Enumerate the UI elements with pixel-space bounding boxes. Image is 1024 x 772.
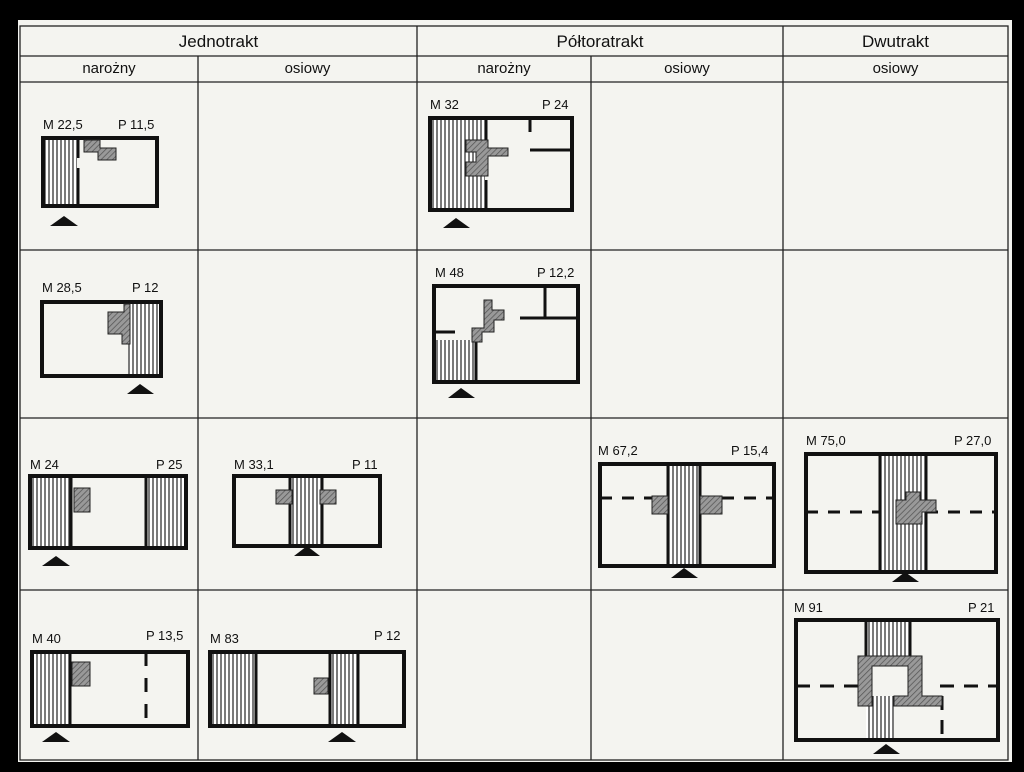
plan-4-m-label: M 48 <box>435 265 464 280</box>
plan-11-m-label: M 91 <box>794 600 823 615</box>
plan-3-m-label: M 28,5 <box>42 280 82 295</box>
plan-2-m-label: M 32 <box>430 97 459 112</box>
plan-2-p-label: P 24 <box>542 97 569 112</box>
table-grid <box>19 25 1009 761</box>
plan-10-p-label: P 12 <box>374 628 401 643</box>
plan-6-m-label: M 33,1 <box>234 457 274 472</box>
plan-10 <box>208 650 406 742</box>
plan-6 <box>232 474 382 556</box>
plan-11 <box>794 618 1000 754</box>
header-jednotrakt: Jednotrakt <box>178 32 259 51</box>
subheader-poltoratrakt-narozny: narożny <box>477 60 531 77</box>
plan-4 <box>432 284 580 398</box>
plan-7-p-label: P 15,4 <box>731 443 769 458</box>
sheet <box>18 20 1012 762</box>
plan-2 <box>428 116 574 228</box>
plan-7-m-label: M 67,2 <box>598 443 638 458</box>
plan-7 <box>598 462 776 578</box>
plan-5-m-label: M 24 <box>30 457 59 472</box>
header-poltoratrakt: Półtoratrakt <box>556 32 644 51</box>
plan-9 <box>30 650 190 742</box>
plan-1-p-label: P 11,5 <box>118 117 155 132</box>
plan-5 <box>28 474 188 566</box>
plan-5-p-label: P 25 <box>156 457 183 472</box>
plan-10-m-label: M 83 <box>210 631 239 646</box>
header-dwutrakt: Dwutrakt <box>861 32 930 51</box>
subheader-poltoratrakt-osiowy: osiowy <box>664 60 710 77</box>
plan-8 <box>804 452 998 582</box>
subheader-dwutrakt-osiowy: osiowy <box>872 60 919 77</box>
plan-8-m-label: M 75,0 <box>806 433 846 448</box>
subheader-jednotrakt-osiowy: osiowy <box>284 60 331 77</box>
plan-8-p-label: P 27,0 <box>954 433 992 448</box>
plan-9-m-label: M 40 <box>32 631 61 646</box>
subheader-jednotrakt-narozny: narożny <box>82 60 136 77</box>
plan-6-p-label: P 11 <box>352 457 378 472</box>
plan-1-m-label: M 22,5 <box>43 117 83 132</box>
plan-9-p-label: P 13,5 <box>146 628 184 643</box>
plan-3-p-label: P 12 <box>132 280 159 295</box>
plan-1 <box>41 136 159 226</box>
plan-4-p-label: P 12,2 <box>537 265 575 280</box>
plan-11-p-label: P 21 <box>968 600 995 615</box>
plan-3 <box>40 300 163 394</box>
